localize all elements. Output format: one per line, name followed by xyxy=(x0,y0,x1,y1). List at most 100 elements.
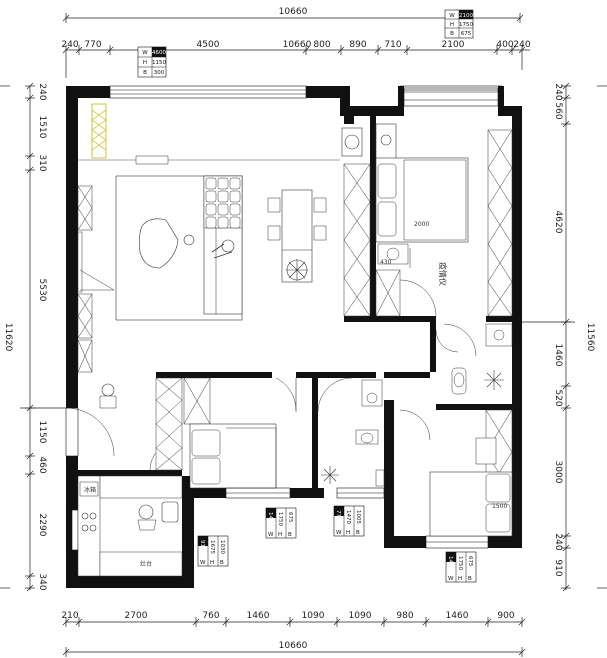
bottom-dimensions xyxy=(62,617,526,657)
top-overall-dim: 10660 xyxy=(279,7,308,17)
interior-walls xyxy=(78,116,512,488)
bottom-dim-2: 2700 xyxy=(125,611,148,621)
bed-size-label: 2000 xyxy=(414,221,429,228)
tag-b1-k2: H xyxy=(210,560,214,566)
left-dim-3: 310 xyxy=(37,154,47,171)
tag-b2-v3: 675 xyxy=(287,512,293,523)
right-dim-3: 4620 xyxy=(553,211,563,234)
bottom-dim-8: 1460 xyxy=(446,611,469,621)
master-bath xyxy=(435,323,513,395)
tag-tr-k3: B xyxy=(450,31,454,37)
tag-tr-v2: 1750 xyxy=(459,22,473,28)
tag-tc-v2: 1150 xyxy=(152,60,166,66)
bedroom-middle xyxy=(189,377,297,489)
tag-b4-v3: 675 xyxy=(467,556,473,567)
window-tag-bottom-3: 770 1470 1005 W H B xyxy=(333,505,365,537)
tag-b3-k2: H xyxy=(346,530,350,536)
left-dim-2: 1510 xyxy=(37,116,47,139)
bottom-dim-4: 1460 xyxy=(247,611,270,621)
top-dim-2: 770 xyxy=(84,40,101,50)
right-dim-8: 910 xyxy=(553,559,563,576)
tag-tc-k3: B xyxy=(143,70,147,76)
left-dim-5: 1150 xyxy=(37,421,47,444)
tag-tr-k1: W xyxy=(449,13,455,19)
tag-tr-v3: 675 xyxy=(461,31,472,37)
window-tag-bottom-4: 1460 1750 675 W H B xyxy=(445,551,477,583)
right-dim-4: 1460 xyxy=(553,344,563,367)
tag-b1-k1: W xyxy=(200,560,206,566)
top-dim-10: 240 xyxy=(513,40,530,50)
top-dim-8: 2100 xyxy=(442,40,465,50)
tag-b3-k1: W xyxy=(336,530,342,536)
left-dim-6: 460 xyxy=(37,456,47,473)
tag-tc-k1: W xyxy=(142,50,148,56)
right-dim-2: 560 xyxy=(553,102,563,119)
tag-b2-v1: 1460 xyxy=(267,512,273,526)
right-dim-6: 3000 xyxy=(553,461,563,484)
kitchen: 冰箱 灶台 xyxy=(77,441,183,577)
tag-tc-k2: H xyxy=(143,60,147,66)
tag-b4-v2: 1750 xyxy=(457,556,463,570)
tag-b3-v3: 1005 xyxy=(355,510,361,524)
tag-b1-v1: 915 xyxy=(199,540,205,551)
wardrobe-strip xyxy=(155,377,211,471)
bottom-dim-3: 760 xyxy=(202,611,219,621)
living-area xyxy=(65,103,340,457)
tag-b1-v2: 1675 xyxy=(209,540,215,554)
right-dimensions xyxy=(522,82,607,592)
master-bedroom: 2000 430 疫情仪 xyxy=(341,123,513,317)
right-dim-5: 520 xyxy=(553,389,563,406)
balcony xyxy=(399,85,503,91)
right-dim-7: 240 xyxy=(553,533,563,550)
top-dim-3: 4500 xyxy=(197,40,220,50)
windows xyxy=(65,85,499,551)
tag-b1-k3: B xyxy=(220,560,224,566)
top-dim-1: 240 xyxy=(61,40,78,50)
fridge-label: 冰箱 xyxy=(84,486,96,494)
right-overall-dim: 11560 xyxy=(585,323,595,352)
top-dim-9: 400 xyxy=(496,40,513,50)
window-tag-top-right: W H B 2100 1750 675 xyxy=(444,9,473,39)
left-dimensions xyxy=(0,82,66,592)
stove-label: 灶台 xyxy=(140,560,152,568)
tag-b4-k2: H xyxy=(458,576,462,582)
tag-b4-k3: B xyxy=(468,576,472,582)
tag-b2-k3: B xyxy=(288,532,292,538)
nightstand-label: 430 xyxy=(380,259,392,266)
bed2-size-label: 1500 xyxy=(492,503,507,510)
right-dim-1: 240 xyxy=(553,83,563,100)
top-dim-4: 10660 xyxy=(283,40,312,50)
tag-b3-k3: B xyxy=(356,530,360,536)
top-dim-7: 710 xyxy=(384,40,401,50)
tag-b2-k1: W xyxy=(268,532,274,538)
window-tag-top-center: W H B 4600 1150 300 xyxy=(137,46,166,78)
tag-b2-v2: 1750 xyxy=(277,512,283,526)
tag-tc-v3: 300 xyxy=(154,70,165,76)
tag-b4-k1: W xyxy=(448,576,454,582)
left-overall-dim: 11620 xyxy=(3,323,13,352)
tag-b2-k2: H xyxy=(278,532,282,538)
top-dim-6: 890 xyxy=(349,40,366,50)
bottom-dim-5: 1090 xyxy=(302,611,325,621)
bottom-dim-9: 900 xyxy=(497,611,514,621)
bottom-dim-1: 210 xyxy=(61,611,78,621)
tag-b1-v3: 1030 xyxy=(219,540,225,554)
window-tag-bottom-1: 915 1675 1030 W H B xyxy=(197,535,229,567)
left-dim-8: 340 xyxy=(37,573,47,590)
top-dim-5: 800 xyxy=(313,40,330,50)
left-dim-1: 240 xyxy=(37,83,47,100)
tag-b3-v1: 770 xyxy=(335,510,341,521)
tag-tc-v1: 4600 xyxy=(152,50,166,56)
bedroom-bottom-right: 1500 xyxy=(399,409,513,537)
tag-b4-v1: 1460 xyxy=(447,556,453,570)
bottom-dim-6: 1090 xyxy=(349,611,372,621)
bottom-dim-7: 980 xyxy=(396,611,413,621)
tag-tr-k2: H xyxy=(450,22,454,28)
master-note-label: 疫情仪 xyxy=(438,262,448,286)
bottom-overall-dim: 10660 xyxy=(279,641,308,651)
tag-b3-v2: 1470 xyxy=(345,510,351,524)
bathroom-middle xyxy=(317,377,385,487)
left-dim-4: 5530 xyxy=(37,279,47,302)
window-tag-bottom-2: 1460 1750 675 W H B xyxy=(265,507,297,539)
